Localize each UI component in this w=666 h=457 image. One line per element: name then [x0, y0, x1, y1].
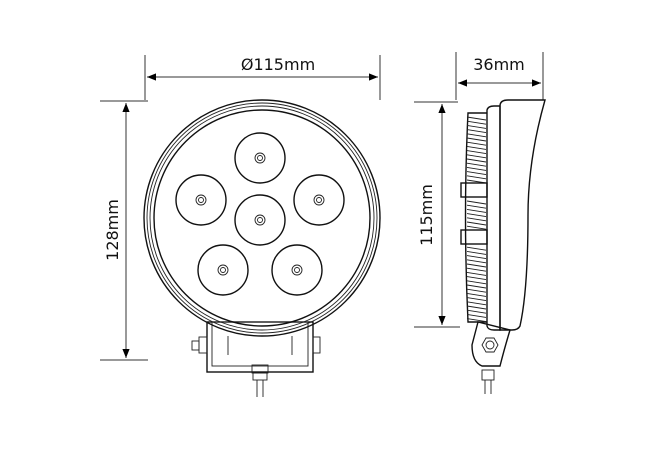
lamp-side-view: [460, 99, 546, 394]
led-array: [175, 132, 345, 296]
mounting-bracket: [191, 321, 321, 397]
led-6: [271, 244, 323, 296]
led-1: [234, 132, 286, 184]
side-height-label: 115mm: [417, 184, 436, 246]
depth-dimension: 36mm: [455, 52, 544, 100]
side-bracket: [471, 321, 511, 394]
heat-sink-fins: [464, 112, 487, 323]
lamp-front-view: [143, 99, 381, 397]
diameter-label: Ø115mm: [241, 55, 315, 74]
front-height-dimension: 128mm: [100, 100, 148, 361]
depth-label: 36mm: [473, 55, 525, 74]
diameter-dimension: Ø115mm: [144, 55, 381, 100]
led-4: [234, 194, 286, 246]
led-3: [293, 174, 345, 226]
led-2: [175, 174, 227, 226]
front-height-label: 128mm: [103, 199, 122, 261]
led-5: [197, 244, 249, 296]
side-height-dimension: 115mm: [414, 101, 460, 328]
